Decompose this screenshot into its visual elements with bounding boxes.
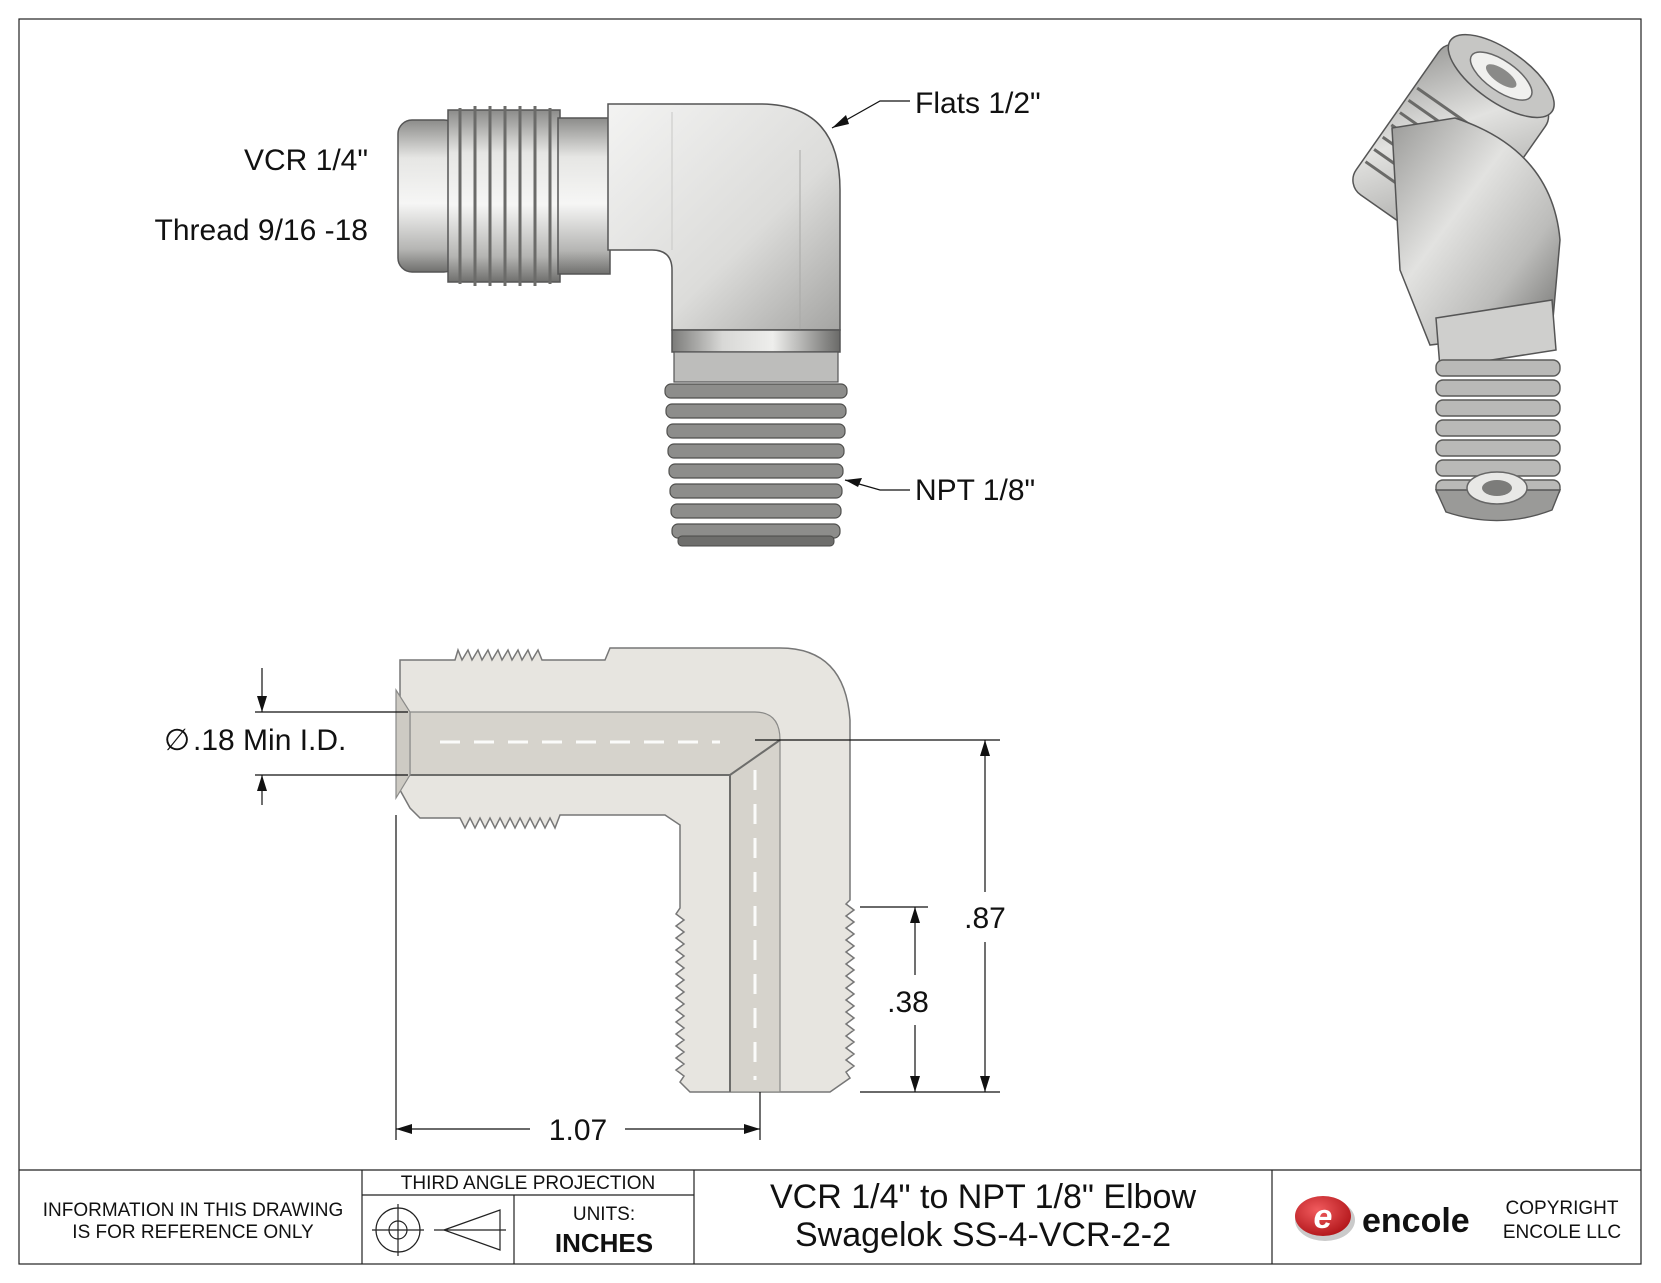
- copyright-line-2: ENCOLE LLC: [1503, 1222, 1621, 1243]
- isometric-view: [1352, 33, 1562, 522]
- projection-symbol-icon: [372, 1204, 506, 1256]
- units-value: INCHES: [555, 1228, 653, 1258]
- flats-callout: Flats 1/2": [915, 87, 1041, 120]
- height-thread-dimension: .38: [887, 986, 929, 1019]
- title-block: [19, 1169, 1641, 1264]
- drawing-title: VCR 1/4" to NPT 1/8" Elbow: [770, 1178, 1196, 1216]
- thread-callout: Thread 9/16 -18: [155, 214, 368, 247]
- projection-label: THIRD ANGLE PROJECTION: [401, 1173, 655, 1194]
- npt-arrowhead: [845, 478, 862, 487]
- brand-name: encole: [1362, 1202, 1470, 1240]
- flats-arrowhead: [832, 115, 849, 128]
- section-view: [395, 647, 856, 1093]
- copyright-line-1: COPYRIGHT: [1506, 1198, 1619, 1219]
- width-dimension: 1.07: [549, 1114, 607, 1147]
- diameter-symbol: ∅: [164, 724, 190, 757]
- npt-callout: NPT 1/8": [915, 474, 1035, 507]
- front-view: [397, 103, 848, 547]
- dimension-arrowheads: [257, 696, 990, 1134]
- vcr-callout: VCR 1/4": [244, 144, 368, 177]
- encole-logo: e: [1295, 1196, 1355, 1241]
- height-total-dimension: .87: [964, 902, 1006, 935]
- part-number: Swagelok SS-4-VCR-2-2: [795, 1216, 1171, 1254]
- dimension-lines: [255, 668, 1000, 1140]
- info-line-2: IS FOR REFERENCE ONLY: [72, 1222, 314, 1243]
- sheet-border: [18, 18, 1642, 1265]
- min-id-dimension: .18 Min I.D.: [193, 724, 346, 757]
- units-label: UNITS:: [573, 1204, 635, 1225]
- logo-letter: e: [1314, 1198, 1333, 1236]
- info-line-1: INFORMATION IN THIS DRAWING: [43, 1200, 343, 1221]
